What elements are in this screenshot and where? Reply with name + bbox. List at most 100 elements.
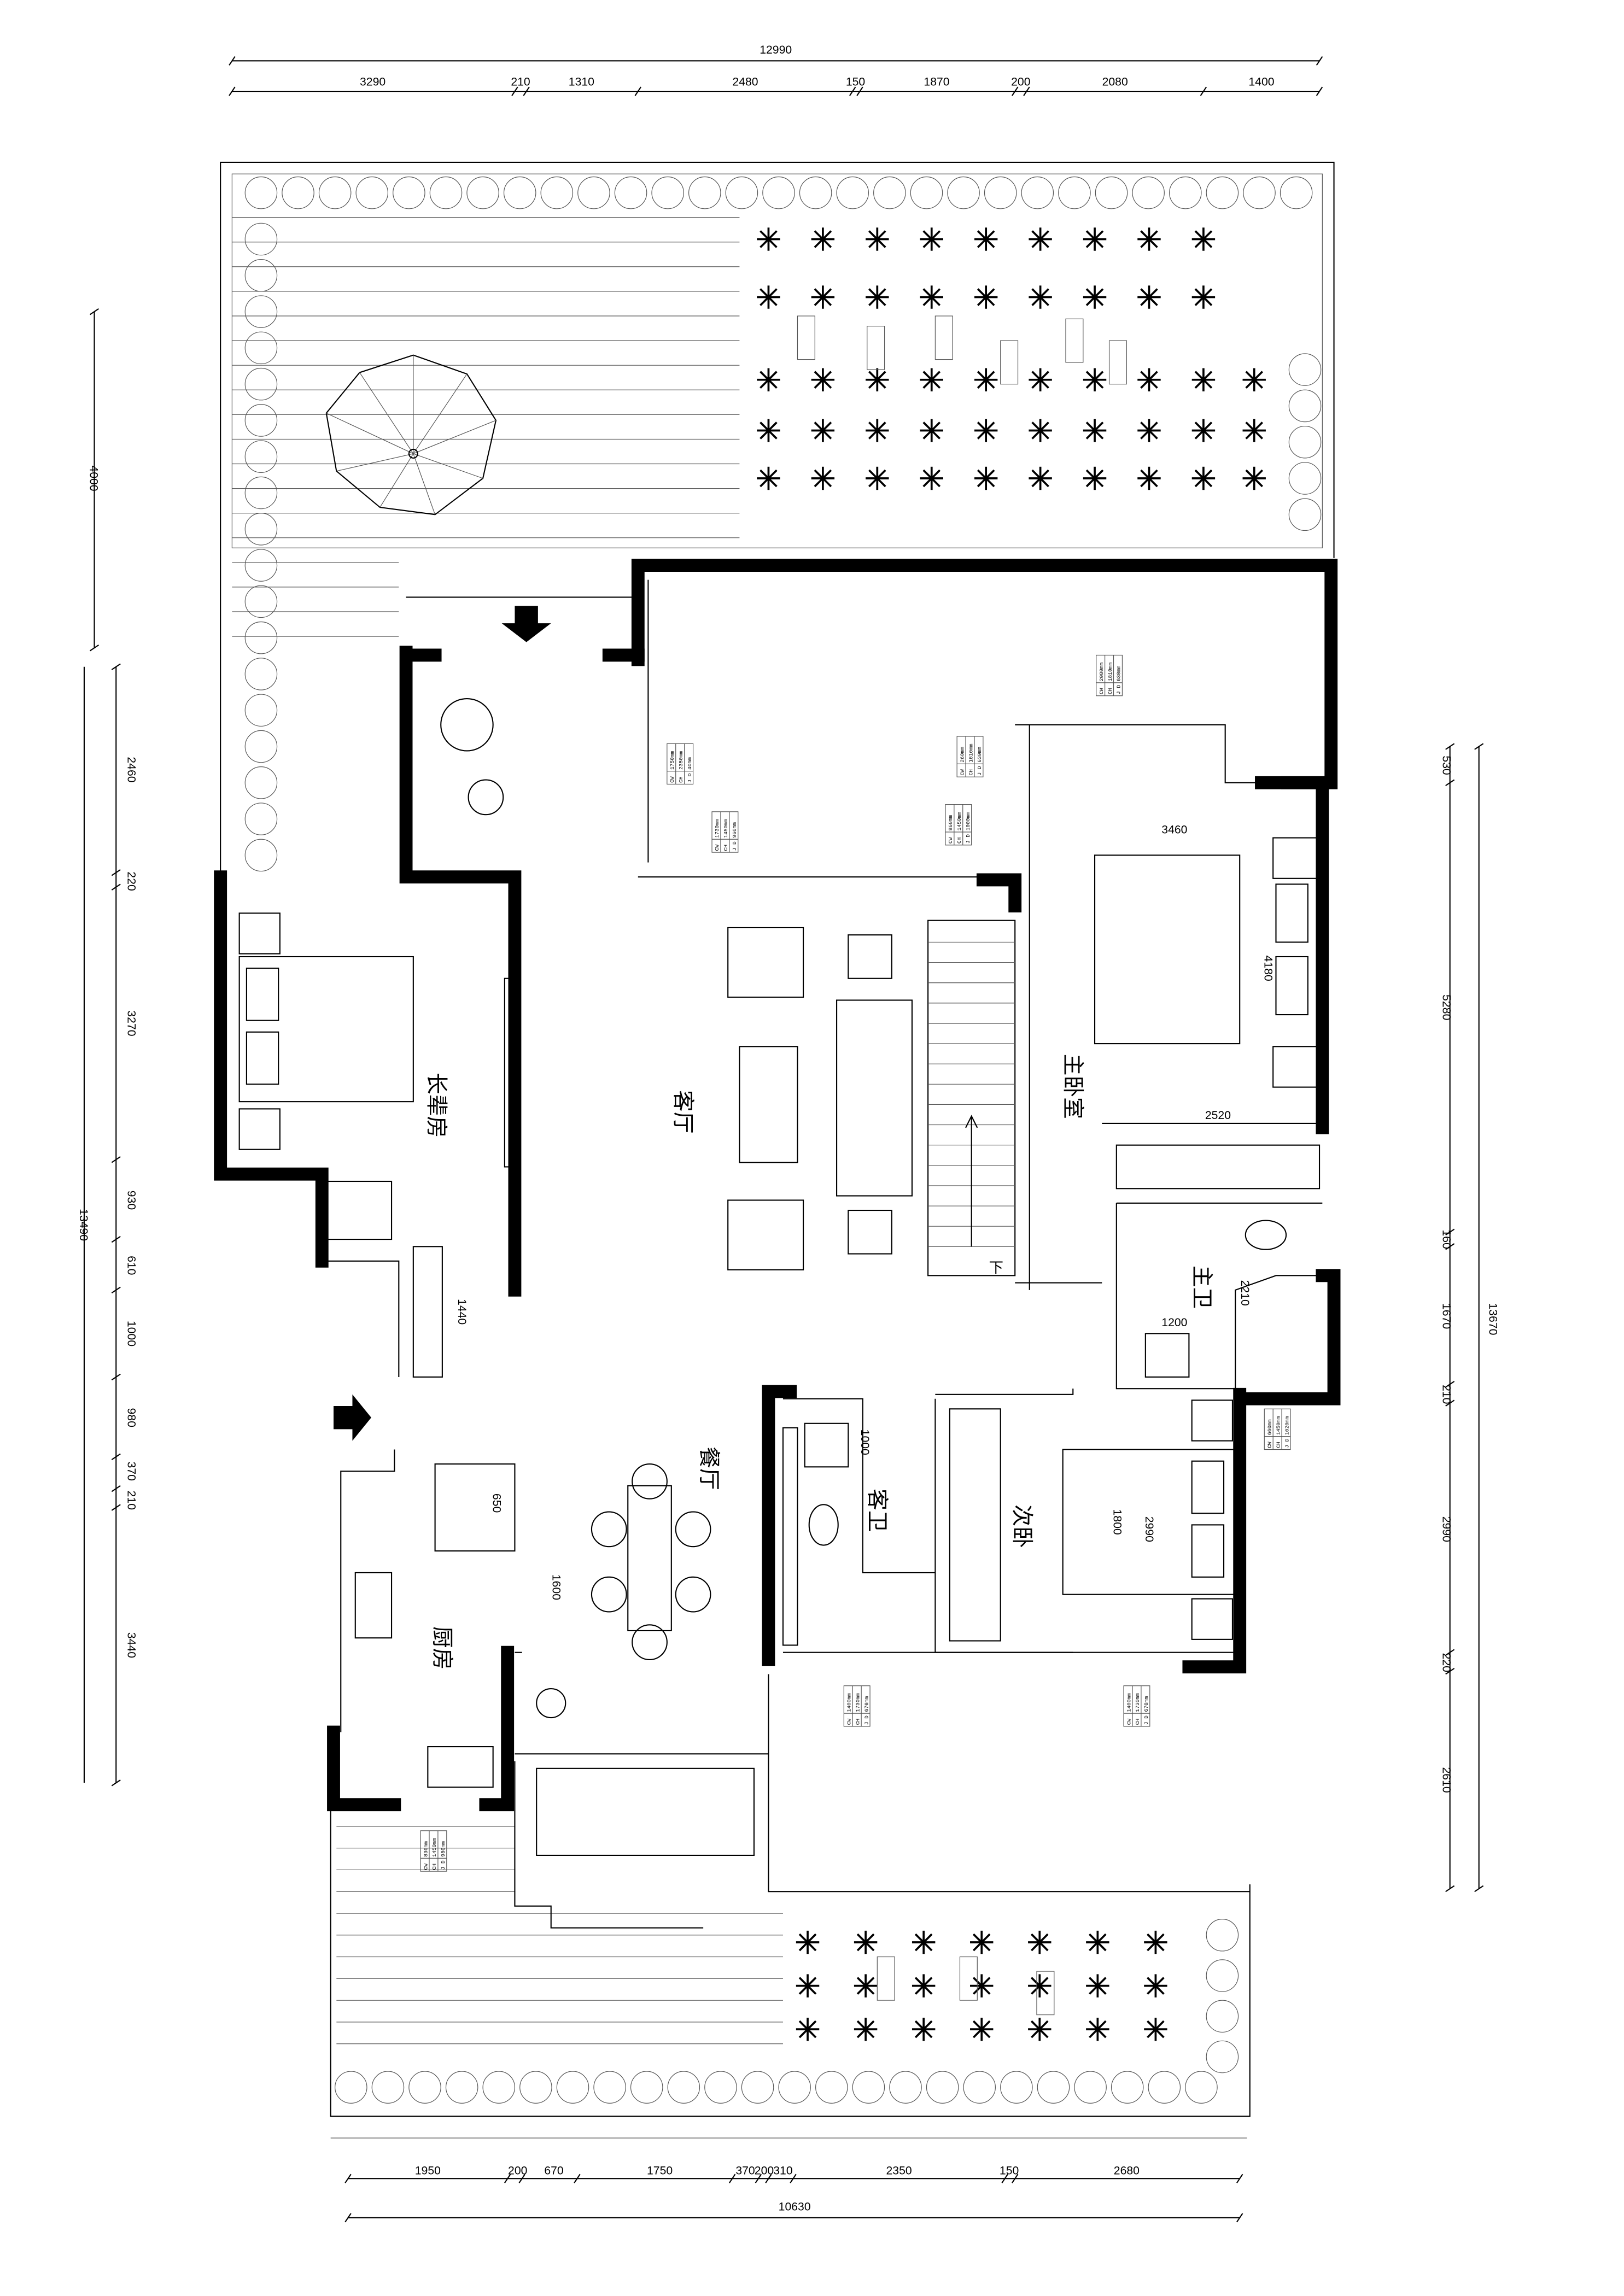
plant-icon [1083, 227, 1107, 251]
entry-arrow-icon [501, 606, 551, 642]
plant-leaf [864, 1977, 875, 1987]
dimension-tick [1445, 1228, 1455, 1235]
plant-leaf [1030, 1941, 1041, 1952]
tree-icon [1288, 462, 1322, 495]
plant-icon [1242, 419, 1266, 442]
tree-icon [244, 222, 278, 256]
plant-icon [796, 2017, 820, 2041]
dim-top: 3290 [360, 75, 385, 88]
tag-label: CW [1126, 1719, 1132, 1725]
plant-leaf [1147, 1933, 1156, 1943]
tree-icon [1206, 176, 1239, 209]
plant-leaf [1085, 288, 1096, 298]
master-bed [1094, 854, 1241, 1045]
dim-left: 1000 [125, 1321, 137, 1346]
tag-label: CH [1135, 1719, 1141, 1725]
plant-icon [811, 368, 835, 391]
plant-leaf [768, 371, 778, 381]
plant-leaf [1094, 296, 1104, 306]
plant-leaf [1147, 1941, 1156, 1952]
tree-icon [244, 730, 278, 763]
room-label-kitchen: 厨房 [430, 1626, 455, 1670]
dim-left: 980 [125, 1408, 137, 1427]
tree-icon [429, 176, 463, 209]
tree-icon [741, 2071, 774, 2104]
plant-leaf [1038, 1933, 1049, 1943]
plant-leaf [931, 477, 941, 488]
plant-leaf [1194, 421, 1205, 431]
plant-leaf [1038, 1941, 1049, 1952]
tree-icon [466, 176, 499, 209]
plant-leaf [977, 430, 987, 440]
plant-leaf [814, 477, 824, 488]
plant-leaf [1030, 1933, 1041, 1943]
dim-left: 3440 [125, 1632, 137, 1658]
tag-value: 260mm [959, 747, 965, 763]
dimension-tick [111, 883, 121, 891]
tree-icon [1288, 498, 1322, 531]
tag-label: J D [1143, 1715, 1149, 1725]
plant-leaf [1140, 371, 1150, 381]
plant-leaf [1030, 2020, 1041, 2030]
plant-leaf [760, 477, 769, 488]
dim-fridge: 650 [490, 1493, 503, 1513]
plant-leaf [807, 1977, 817, 1987]
plant-leaf [1155, 2028, 1165, 2039]
tree-icon [630, 2071, 663, 2104]
dimension-left: 4000 13490 2460 220 3270 930 610 1000 98… [77, 308, 137, 1787]
tree-icon [1148, 2071, 1181, 2104]
plant-leaf [1039, 230, 1049, 240]
room-label-guest-bath: 客卫 [864, 1489, 890, 1532]
dim-bottom: 2680 [1114, 2164, 1140, 2177]
tree-icon [593, 2071, 626, 2104]
plant-leaf [1094, 421, 1104, 431]
plant-leaf [985, 469, 995, 479]
tag-value: 960mm [732, 822, 738, 838]
plant-icon [970, 2017, 994, 2041]
tag-value: 1400mm [1126, 1693, 1132, 1712]
plant-leaf [1039, 469, 1049, 479]
dimension-tick [1012, 86, 1019, 96]
plant-leaf [864, 1933, 875, 1943]
plant-leaf [768, 477, 778, 488]
dim-bottom: 670 [544, 2164, 563, 2177]
plant-leaf [877, 230, 886, 240]
tree-icon [1132, 176, 1165, 209]
plant-leaf [1148, 288, 1158, 298]
tag-label: CH [723, 845, 729, 851]
tag-label: CW [959, 769, 965, 776]
tag-label: CH [1107, 688, 1113, 694]
plant-icon [970, 1930, 994, 1954]
room-label-master: 主卧室 [1060, 1054, 1085, 1119]
plant-leaf [822, 379, 832, 389]
umbrella-rib [413, 373, 468, 454]
tag-label: CH [956, 837, 962, 844]
plant-leaf [1155, 1977, 1165, 1987]
stepping-stone [1108, 340, 1127, 385]
plant-leaf [856, 1977, 867, 1987]
umbrella-rib [413, 420, 496, 454]
plant-leaf [877, 379, 886, 389]
plant-leaf [868, 288, 878, 298]
plant-icon [974, 368, 998, 391]
tag-value: 630mm [977, 747, 983, 763]
plant-leaf [922, 1933, 933, 1943]
plant-leaf [1031, 430, 1041, 440]
tree-icon [963, 2071, 996, 2104]
dimension-tick [229, 56, 236, 66]
dimension-tick [1012, 2174, 1019, 2183]
plant-leaf [1085, 379, 1096, 389]
plant-icon [1191, 368, 1216, 391]
tag-frame [420, 1830, 447, 1872]
plant-leaf [1147, 2020, 1156, 2030]
tree-icon [244, 367, 278, 401]
plant-leaf [985, 379, 995, 389]
plant-leaf [1140, 469, 1150, 479]
plant-leaf [814, 296, 824, 306]
plant-leaf [1094, 230, 1104, 240]
tree-icon [482, 2071, 516, 2104]
plant-leaf [760, 469, 769, 479]
plant-leaf [922, 296, 933, 306]
plant-leaf [972, 1941, 983, 1952]
plant-leaf [1202, 296, 1213, 306]
